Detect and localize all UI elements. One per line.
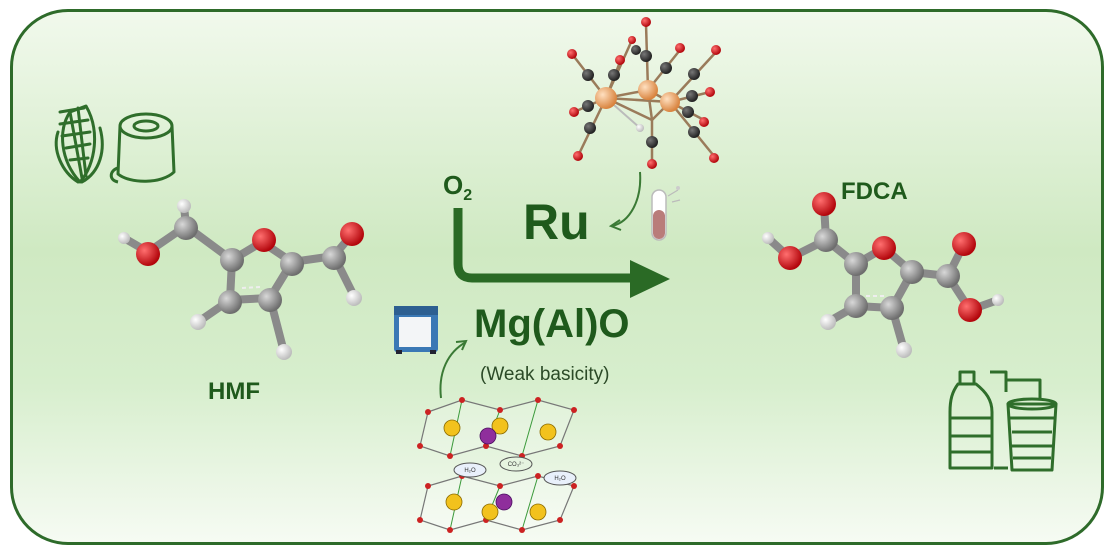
fdca-label: FDCA [841, 178, 908, 205]
ldh-structure: H₂O CO₃²⁻ H₂O [417, 397, 577, 533]
hmf-label: HMF [208, 378, 260, 405]
test-tube-icon [651, 186, 681, 241]
cup-icon [994, 397, 1058, 472]
ru-carbonyl-cluster [567, 17, 721, 169]
ldh-water-label: H₂O [464, 468, 476, 474]
support-label: Mg(Al)O [474, 302, 630, 346]
ldh-carbonate-label: CO₃²⁻ [508, 462, 525, 468]
corn-icon [54, 104, 104, 184]
oven-icon [394, 306, 438, 354]
cluster-to-ru-arrow [608, 171, 642, 231]
ldh-to-support-arrow [439, 339, 468, 399]
support-note: (Weak basicity) [480, 364, 610, 385]
oxidant-subscript: 2 [463, 187, 473, 205]
ldh-water-label: H₂O [554, 476, 566, 482]
bottle-icon [948, 370, 1042, 470]
log-icon [109, 112, 176, 184]
oxidant-symbol: O [443, 170, 464, 200]
hmf-molecule [118, 199, 364, 360]
oxidant-label: O2 [443, 170, 472, 205]
ru-catalyst-label: Ru [523, 194, 590, 250]
reaction-arrow [453, 208, 670, 298]
fdca-molecule [762, 192, 1004, 358]
